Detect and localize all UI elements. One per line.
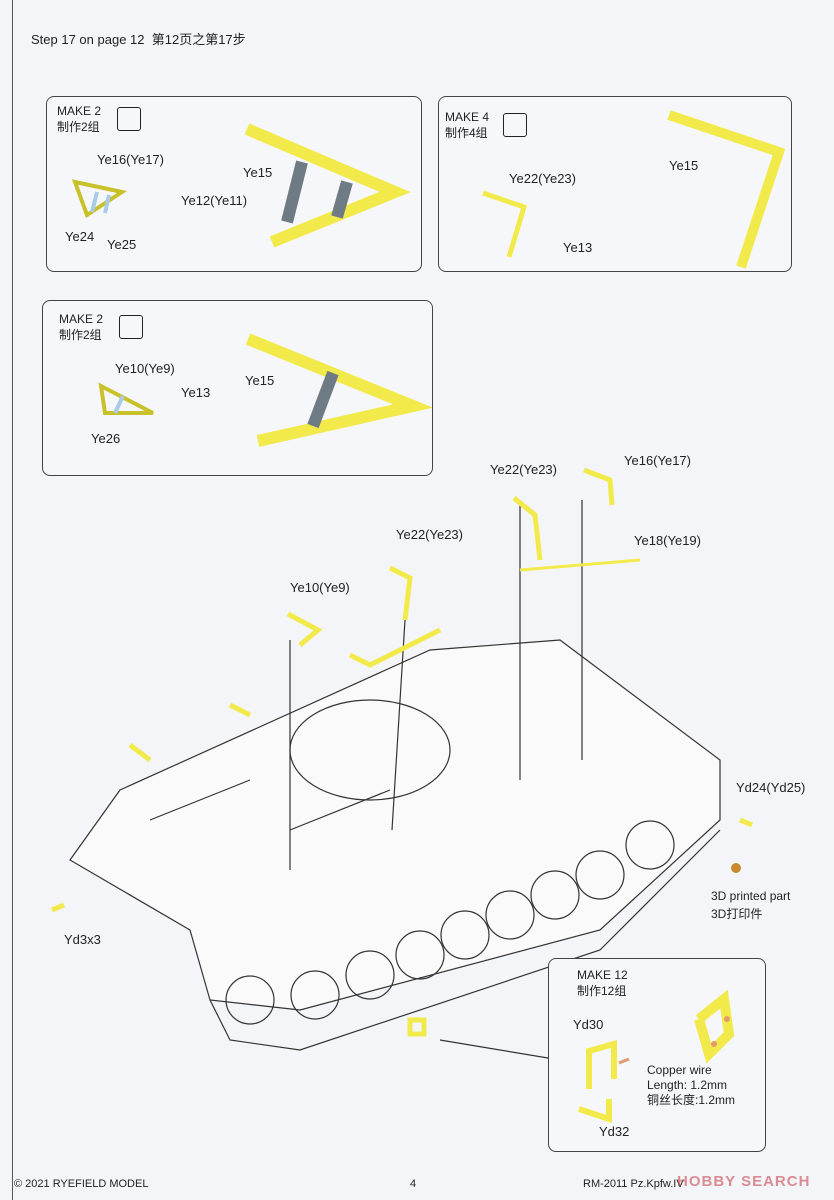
make-count-cn: 制作2组 [57, 120, 100, 134]
part-label: 3D打印件 [711, 907, 763, 921]
part-label: Ye16(Ye17) [97, 152, 164, 167]
make-count-cn: 制作2组 [59, 328, 102, 342]
part-diagram [71, 123, 411, 248]
part-label: Yd30 [573, 1017, 604, 1032]
part-label: Ye18(Ye19) [634, 533, 701, 548]
make-count: MAKE 4 [445, 110, 490, 124]
make-box-1: MAKE 2 制作2组 Ye16(Ye17) Ye12(Ye11) Ye24 Ye… [46, 96, 422, 272]
make-box-2: MAKE 4 制作4组 Ye22(Ye23) Ye13 Ye15 [438, 96, 792, 272]
make-count: MAKE 2 [59, 312, 104, 326]
page-number: 4 [410, 1178, 417, 1190]
watermark-logo: HOBBY SEARCH [677, 1173, 811, 1190]
part-label: Ye22(Ye23) [490, 462, 557, 477]
part-label: Ye24 [65, 229, 95, 244]
part-diagram [578, 989, 735, 1124]
part-label: Ye10(Ye9) [115, 361, 175, 376]
step-text: Step 17 on page 12 [31, 32, 145, 47]
note-line: Length: 1.2mm [647, 1078, 728, 1092]
product-name: RM-2011 Pz.Kpfw.IV [583, 1178, 684, 1190]
glue-icon [119, 315, 143, 339]
make-count: MAKE 12 [577, 968, 628, 982]
part-label: Ye15 [245, 373, 275, 388]
copyright: © 2021 RYEFIELD MODEL [14, 1178, 149, 1190]
make-count-cn: 制作12组 [577, 984, 627, 998]
part-label: Ye22(Ye23) [509, 171, 576, 186]
part-label: Ye12(Ye11) [181, 193, 248, 208]
copper-wire-note: Copper wire Length: 1.2mm 铜丝长度:1.2mm [647, 1063, 735, 1108]
note-line: 铜丝长度:1.2mm [647, 1093, 736, 1107]
part-label: Yd3x3 [64, 932, 101, 947]
page-edge [12, 0, 13, 1200]
part-diagram [98, 333, 432, 447]
part-label: Yd32 [599, 1124, 630, 1139]
make-count-cn: 制作4组 [445, 126, 488, 140]
step-reference: Step 17 on page 12 第12页之第17步 [31, 29, 246, 48]
part-label: Ye16(Ye17) [624, 453, 691, 468]
part-label: Yd24(Yd25) [736, 780, 806, 795]
part-label: Ye10(Ye9) [290, 580, 350, 595]
part-label: Ye13 [563, 240, 593, 255]
make-box-4: MAKE 12 制作12组 Yd30 Yd32 Copper wire Lengt… [548, 958, 766, 1152]
make-box-3: MAKE 2 制作2组 Ye10(Ye9) Ye13 Ye26 Ye15 [42, 300, 433, 476]
glue-icon [503, 113, 527, 137]
note-line: Copper wire [647, 1063, 712, 1077]
part-label: Ye22(Ye23) [396, 527, 463, 542]
part-label: Ye15 [669, 158, 699, 173]
part-label: Ye25 [107, 237, 137, 252]
step-text-cn: 第12页之第17步 [151, 32, 246, 47]
part-label: Ye15 [243, 165, 273, 180]
part-label: Ye26 [91, 431, 121, 446]
part-label: 3D printed part [711, 889, 791, 903]
glue-icon [117, 107, 141, 131]
part-label: Ye13 [181, 385, 211, 400]
make-count: MAKE 2 [57, 104, 102, 118]
part-diagram [482, 110, 786, 269]
